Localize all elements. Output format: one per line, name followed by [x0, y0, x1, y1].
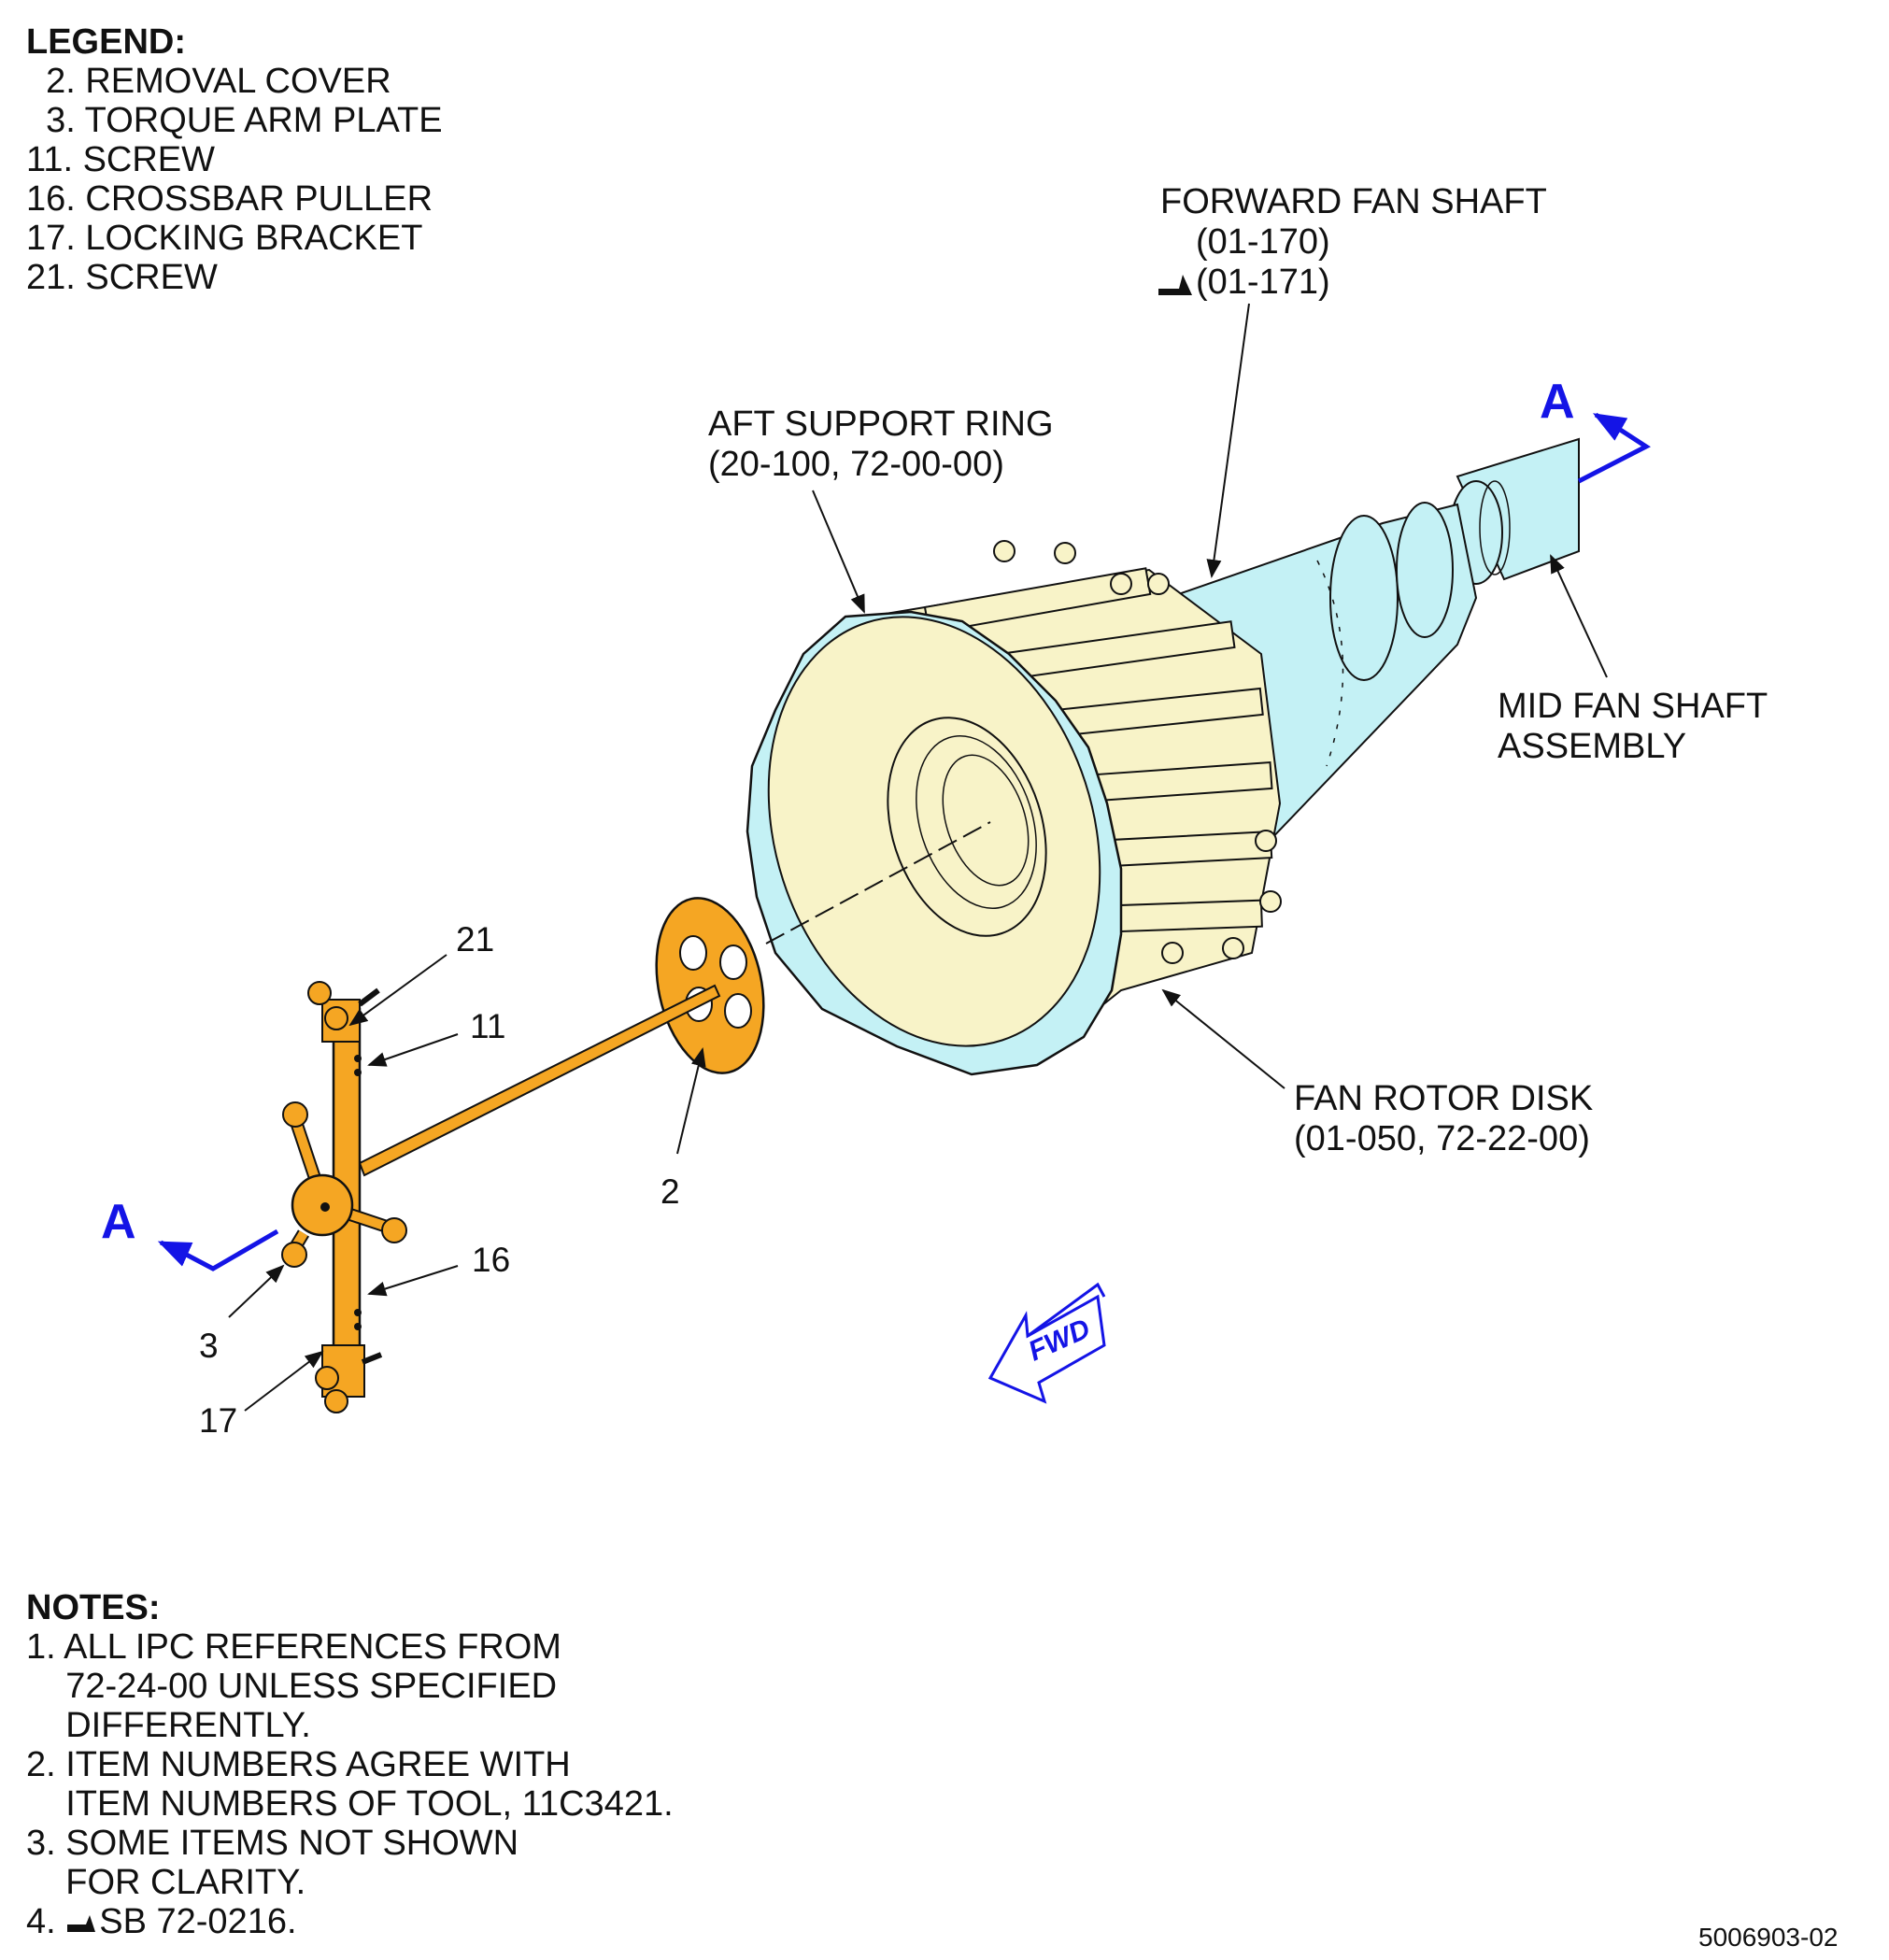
note-4-number: 4.	[26, 1902, 56, 1941]
center-line	[765, 821, 991, 944]
item-number-2: 2	[660, 1172, 680, 1211]
item-number-11: 11	[470, 1007, 506, 1045]
callout-mid-fan-shaft: MID FAN SHAFT	[1498, 687, 1768, 726]
callout-fan-rotor-disk: FAN ROTOR DISK	[1294, 1079, 1594, 1118]
puller-rod	[358, 984, 721, 1177]
note-line-7: FOR CLARITY.	[26, 1863, 306, 1902]
callout-forward-fan-shaft-ref1: (01-170)	[1196, 222, 1330, 262]
section-cut-top	[1577, 412, 1651, 484]
item-number-17: 17	[199, 1401, 238, 1440]
note-line-6: 3. SOME ITEMS NOT SHOWN	[26, 1824, 519, 1863]
note-line-5: ITEM NUMBERS OF TOOL, 11C3421.	[26, 1784, 674, 1824]
item-number-3: 3	[199, 1327, 219, 1365]
torque-arm-plate	[281, 1101, 407, 1268]
note-line-8: 4. SB 72-0216.	[26, 1902, 297, 1941]
legend-item-torque-arm-plate: 3. TORQUE ARM PLATE	[26, 101, 443, 140]
note-line-1: 1. ALL IPC REFERENCES FROM	[26, 1627, 561, 1667]
callout-aft-support-ring-ref: (20-100, 72-00-00)	[708, 445, 1004, 484]
legend-item-locking-bracket: 17. LOCKING BRACKET	[26, 219, 423, 258]
fwd-arrow	[987, 1282, 1106, 1404]
note-4-text: SB 72-0216.	[99, 1902, 297, 1941]
item-number-21: 21	[456, 920, 495, 959]
sb-flag-icon	[67, 1914, 96, 1932]
notes-title: NOTES:	[26, 1588, 161, 1627]
note-line-3: DIFFERENTLY.	[26, 1706, 311, 1745]
leader-lines	[228, 303, 1608, 1412]
figure-id: 5006903-02	[1698, 1923, 1839, 1952]
callout-aft-support-ring: AFT SUPPORT RING	[708, 405, 1054, 444]
callout-forward-fan-shaft: FORWARD FAN SHAFT	[1160, 182, 1547, 221]
sb-flag-icon	[1158, 275, 1192, 295]
legend-item-screw-11: 11. SCREW	[26, 140, 216, 179]
legend-item-removal-cover: 2. REMOVAL COVER	[26, 62, 391, 101]
section-mark-bottom: A	[101, 1195, 136, 1249]
callout-forward-fan-shaft-ref2: (01-171)	[1196, 263, 1330, 302]
callout-fan-rotor-disk-ref: (01-050, 72-22-00)	[1294, 1119, 1590, 1158]
section-mark-top: A	[1540, 375, 1575, 429]
legend-title: LEGEND:	[26, 22, 186, 62]
note-line-2: 72-24-00 UNLESS SPECIFIED	[26, 1667, 558, 1706]
aft-support-ring	[746, 610, 1123, 1076]
item-number-16: 16	[472, 1241, 511, 1279]
section-cut-bottom	[157, 1229, 279, 1271]
legend-item-crossbar-puller: 16. CROSSBAR PULLER	[26, 179, 433, 219]
legend-item-screw-21: 21. SCREW	[26, 258, 218, 297]
callout-mid-fan-shaft-line2: ASSEMBLY	[1498, 727, 1687, 766]
note-line-4: 2. ITEM NUMBERS AGREE WITH	[26, 1745, 571, 1784]
removal-cover	[655, 897, 765, 1074]
